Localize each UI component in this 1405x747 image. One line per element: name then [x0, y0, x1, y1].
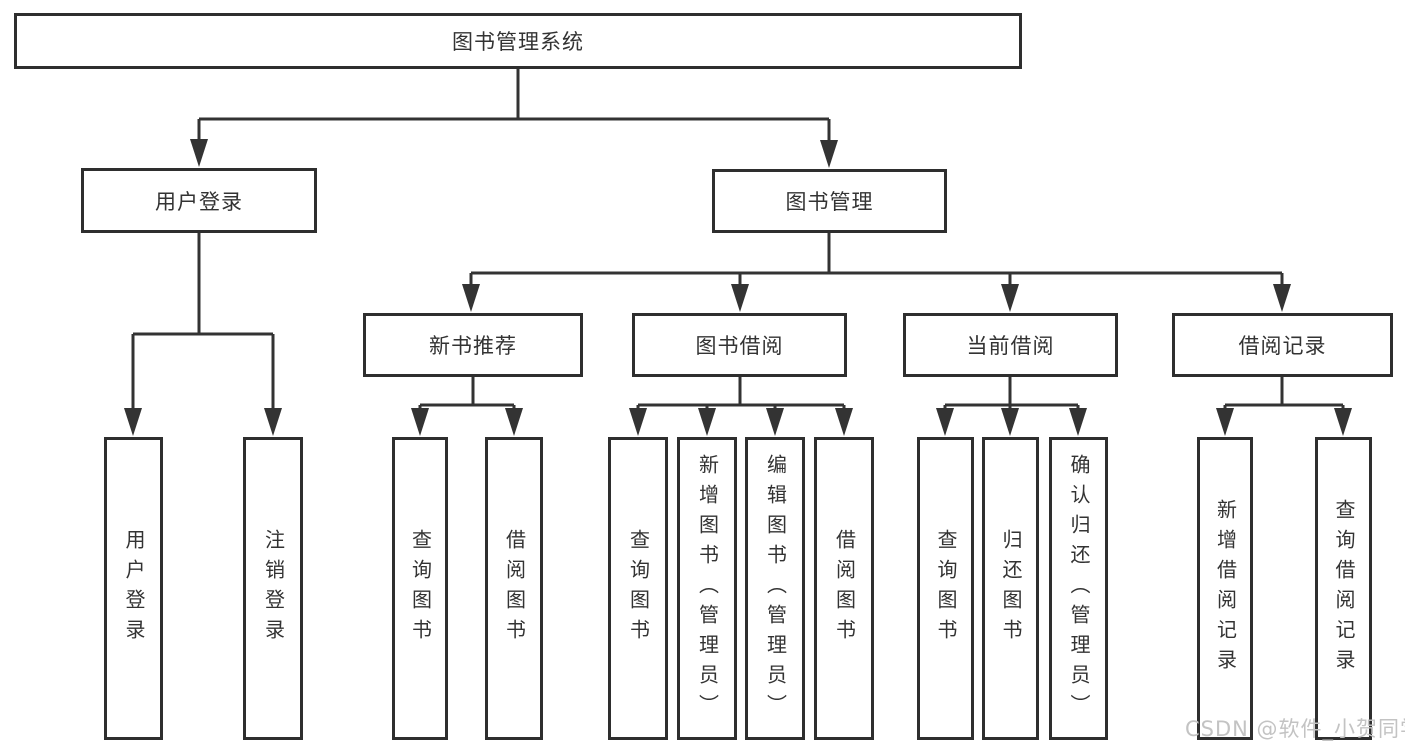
leaf-records-query-record: 查询借阅记录	[1315, 437, 1372, 740]
leaf-recommend-borrow-books: 借阅图书	[485, 437, 543, 740]
node-label: 查询图书	[408, 528, 433, 649]
leaf-user-login: 用户登录	[104, 437, 163, 740]
leaf-borrow-borrow-books: 借阅图书	[814, 437, 874, 740]
node-label: 新增图书（管理员）	[695, 453, 720, 724]
leaf-current-query-books: 查询图书	[917, 437, 974, 740]
leaf-borrow-edit-books-admin: 编辑图书（管理员）	[745, 437, 805, 740]
node-book-management: 图书管理	[712, 169, 947, 233]
node-label: 用户登录	[155, 189, 243, 214]
leaf-logout: 注销登录	[243, 437, 303, 740]
csdn-watermark: CSDN @软件_小贺同学	[1185, 717, 1405, 741]
leaf-current-return-books: 归还图书	[982, 437, 1039, 740]
leaf-recommend-query-books: 查询图书	[392, 437, 448, 740]
node-borrow-records: 借阅记录	[1172, 313, 1393, 377]
node-book-borrow: 图书借阅	[632, 313, 847, 377]
leaf-borrow-add-books-admin: 新增图书（管理员）	[677, 437, 737, 740]
node-label: 图书管理系统	[452, 30, 584, 54]
node-label: 图书管理	[785, 190, 874, 214]
leaf-records-add-record: 新增借阅记录	[1197, 437, 1253, 740]
node-label: 查询图书	[934, 528, 958, 649]
node-label: 确认归还（管理员）	[1067, 453, 1091, 724]
arrowheads	[124, 139, 1352, 436]
node-new-book-recommend: 新书推荐	[363, 313, 583, 377]
node-label: 归还图书	[999, 528, 1023, 649]
node-label: 查询图书	[626, 528, 651, 649]
node-label: 查询借阅记录	[1332, 498, 1356, 679]
node-book-management-system: 图书管理系统	[14, 13, 1022, 69]
node-label: 新书推荐	[429, 334, 517, 358]
node-label: 图书借阅	[695, 334, 784, 358]
node-label: 当前借阅	[966, 334, 1055, 358]
node-label: 借阅图书	[832, 528, 857, 649]
node-label: 编辑图书（管理员）	[763, 453, 788, 724]
node-current-borrow: 当前借阅	[903, 313, 1118, 377]
node-user-login: 用户登录	[81, 168, 317, 233]
node-label: 用户登录	[122, 528, 146, 649]
node-label: 借阅记录	[1238, 334, 1327, 358]
node-label: 注销登录	[261, 528, 286, 649]
node-label: 新增借阅记录	[1213, 498, 1238, 679]
leaf-current-confirm-return-admin: 确认归还（管理员）	[1049, 437, 1108, 740]
leaf-borrow-query-books: 查询图书	[608, 437, 668, 740]
node-label: 借阅图书	[502, 528, 527, 649]
